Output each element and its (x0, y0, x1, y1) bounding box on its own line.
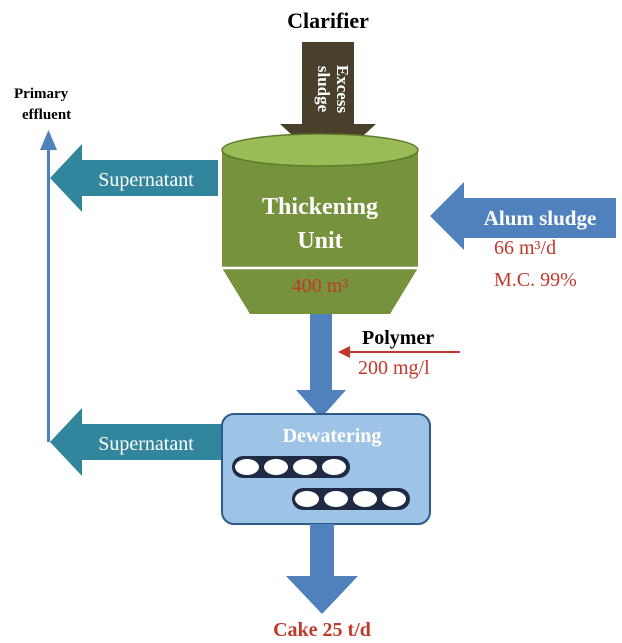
dewatering-label: Dewatering (283, 425, 382, 447)
polymer-dose: 200 mg/l (358, 357, 430, 379)
primary-effluent-label-1: Primary (14, 86, 69, 102)
thickening-volume: 400 m³ (292, 275, 349, 297)
excess-sludge-label-1: Excess (333, 65, 352, 114)
thickening-tank-cone (222, 268, 418, 314)
cake-output-arrow (286, 524, 358, 614)
supernatant-top-arrow (50, 144, 218, 212)
return-line (47, 146, 50, 442)
supernatant-bottom-arrow (50, 408, 222, 476)
polymer-arrowhead (338, 346, 350, 358)
roller (235, 459, 259, 475)
lower-belt-rollers (292, 488, 410, 510)
alum-sludge-arrow (430, 182, 616, 250)
return-line-arrowhead (40, 130, 57, 150)
roller (324, 491, 348, 507)
clarifier-label: Clarifier (287, 8, 369, 33)
alum-sludge-label: Alum sludge (484, 206, 597, 230)
alum-flow: 66 m³/d (494, 237, 556, 259)
lower-belt (292, 488, 410, 510)
roller (382, 491, 406, 507)
roller (322, 459, 346, 475)
polymer-label: Polymer (362, 327, 434, 349)
roller (293, 459, 317, 475)
alum-moisture: M.C. 99% (494, 269, 577, 291)
supernatant-bottom-label: Supernatant (98, 433, 194, 455)
cake-label: Cake 25 t/d (273, 619, 371, 641)
roller (353, 491, 377, 507)
upper-belt (232, 456, 350, 478)
excess-sludge-label-2: sludge (314, 66, 333, 113)
roller (264, 459, 288, 475)
supernatant-top-label: Supernatant (98, 169, 194, 191)
upper-belt-rollers (232, 456, 350, 478)
thickening-tank-body (222, 150, 418, 268)
roller (295, 491, 319, 507)
thickening-tank-rim (221, 133, 419, 167)
thickened-sludge-arrow (296, 314, 346, 418)
thickening-label-1: Thickening (262, 194, 378, 220)
thickening-label-2: Unit (297, 228, 342, 254)
primary-effluent-label-2: effluent (22, 107, 71, 123)
